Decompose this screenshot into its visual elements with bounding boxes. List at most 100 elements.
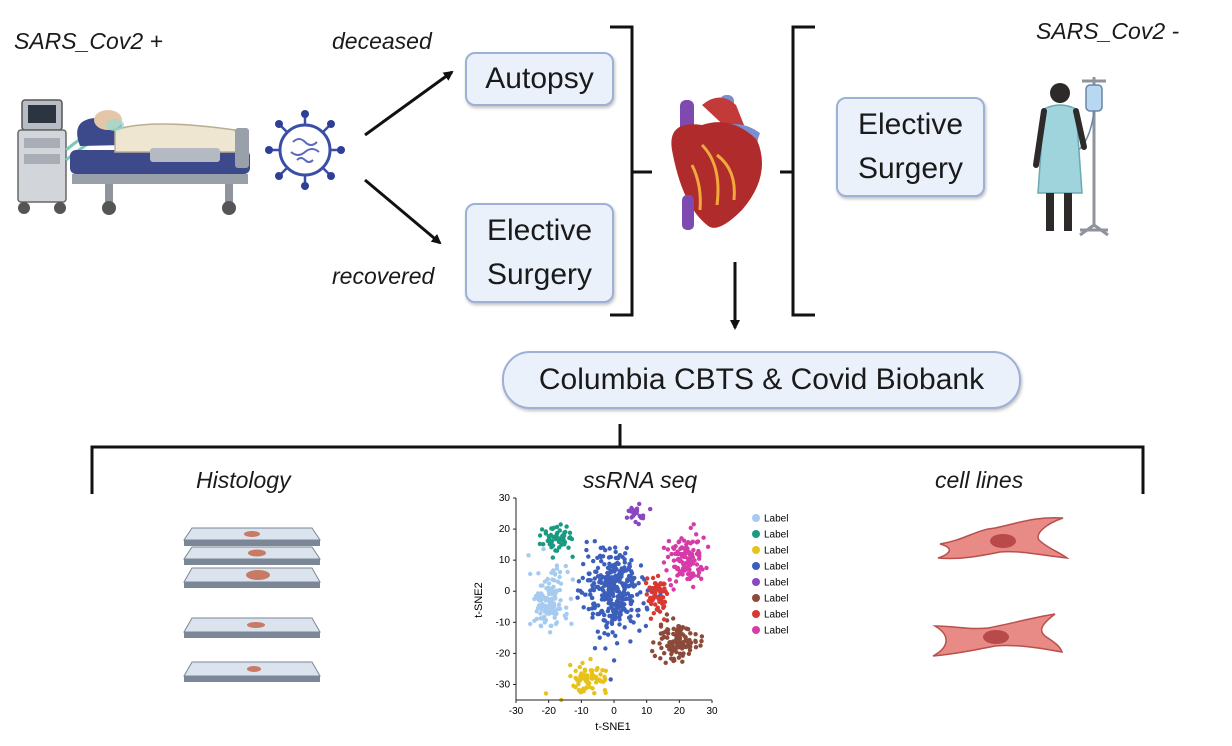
scatter-point [629, 607, 634, 613]
scatter-point [534, 609, 539, 614]
scatter-point [592, 576, 597, 581]
sars-positive-label: SARS_Cov2 + [14, 28, 163, 54]
y-tick-label: -10 [496, 617, 511, 628]
scatter-point [649, 601, 654, 607]
recovered-label: recovered [332, 263, 435, 289]
legend-swatch [752, 514, 760, 522]
scatter-point [680, 659, 685, 664]
scatter-point [554, 532, 559, 537]
scatter-point [537, 533, 543, 538]
scatter-point [542, 614, 547, 619]
x-tick-label: 20 [674, 706, 686, 717]
scatter-point [570, 554, 575, 559]
scatter-point [570, 577, 575, 582]
scatter-point [549, 570, 554, 575]
scatter-point [679, 536, 684, 541]
scatter-point [543, 691, 549, 696]
scatter-point [637, 501, 642, 507]
scatter-point [610, 630, 615, 635]
scatter-point [635, 613, 641, 618]
scatter-point [676, 655, 682, 660]
scatter-point [590, 587, 595, 592]
legend-label: Label [764, 562, 788, 573]
scatter-point [575, 588, 581, 593]
scatter-point [546, 534, 551, 539]
scatter-point [629, 579, 635, 584]
scatter-point [611, 658, 617, 663]
scatter-point [566, 545, 571, 550]
histology-slide [183, 527, 321, 546]
scatter-point [667, 577, 672, 582]
legend-swatch [752, 530, 760, 538]
scatter-point [651, 640, 656, 645]
scatter-point [613, 633, 618, 638]
scatter-point [595, 555, 600, 560]
scatter-point [569, 536, 575, 542]
scatter-point [657, 589, 663, 594]
scatter-point [658, 624, 664, 629]
scatter-point [592, 539, 597, 544]
scatter-point [554, 548, 560, 553]
cell-lines-label: cell lines [935, 467, 1024, 493]
scatter-point [545, 604, 550, 610]
scatter-point [536, 571, 541, 576]
scatter-point [657, 609, 663, 614]
x-tick-label: -10 [574, 706, 589, 717]
scatter-point [598, 672, 603, 677]
scatter-point [546, 591, 552, 597]
scatter-point [577, 677, 583, 683]
scatter-point [648, 616, 654, 621]
scatter-point [633, 519, 638, 525]
scatter-point [581, 561, 586, 567]
scatter-point [680, 572, 685, 577]
scatter-point [581, 605, 586, 610]
scatter-point [597, 677, 602, 682]
scatter-point [660, 595, 666, 600]
scatter-point [701, 535, 706, 540]
x-axis-label: t-SNE1 [595, 721, 630, 733]
scatter-point [671, 626, 676, 631]
scatter-point [698, 643, 703, 648]
scatter-point [575, 595, 580, 600]
legend-label: Label [764, 530, 788, 541]
scatter-point [614, 641, 620, 646]
scatter-point [680, 545, 685, 551]
scatter-point [662, 651, 667, 656]
scatter-point [595, 574, 601, 579]
scatter-point [611, 612, 616, 618]
scatter-point [689, 551, 695, 557]
scatter-point [691, 522, 696, 527]
scatter-point [627, 583, 632, 589]
scatter-point [609, 580, 614, 585]
scatter-point [564, 524, 569, 529]
scatter-point [681, 554, 686, 559]
scatter-point [661, 634, 667, 639]
scatter-point [688, 525, 693, 531]
scatter-point [685, 546, 690, 551]
scatter-point [627, 564, 632, 569]
scatter-point [533, 593, 539, 599]
scatter-point [641, 601, 646, 606]
scatter-point [676, 641, 681, 647]
scatter-point [669, 551, 674, 557]
scatter-point [593, 569, 598, 574]
histology-slide [183, 567, 321, 588]
elective-surgery-right-box: Elective Surgery [836, 97, 985, 197]
scatter-point [592, 646, 598, 651]
scatter-point [539, 591, 544, 596]
scatter-point [661, 605, 666, 610]
scatter-point [680, 625, 685, 630]
scatter-point [551, 525, 557, 530]
scatter-point [676, 540, 681, 545]
scatter-point [554, 566, 560, 571]
scatter-point [686, 651, 692, 656]
x-tick-label: -20 [541, 706, 556, 717]
scatter-point [568, 662, 573, 668]
legend-label: Label [764, 610, 788, 621]
scatter-point [619, 591, 624, 596]
scatter-point [537, 541, 543, 547]
scatter-point [697, 556, 702, 561]
scatter-point [528, 621, 533, 627]
scatter-point [687, 637, 692, 643]
